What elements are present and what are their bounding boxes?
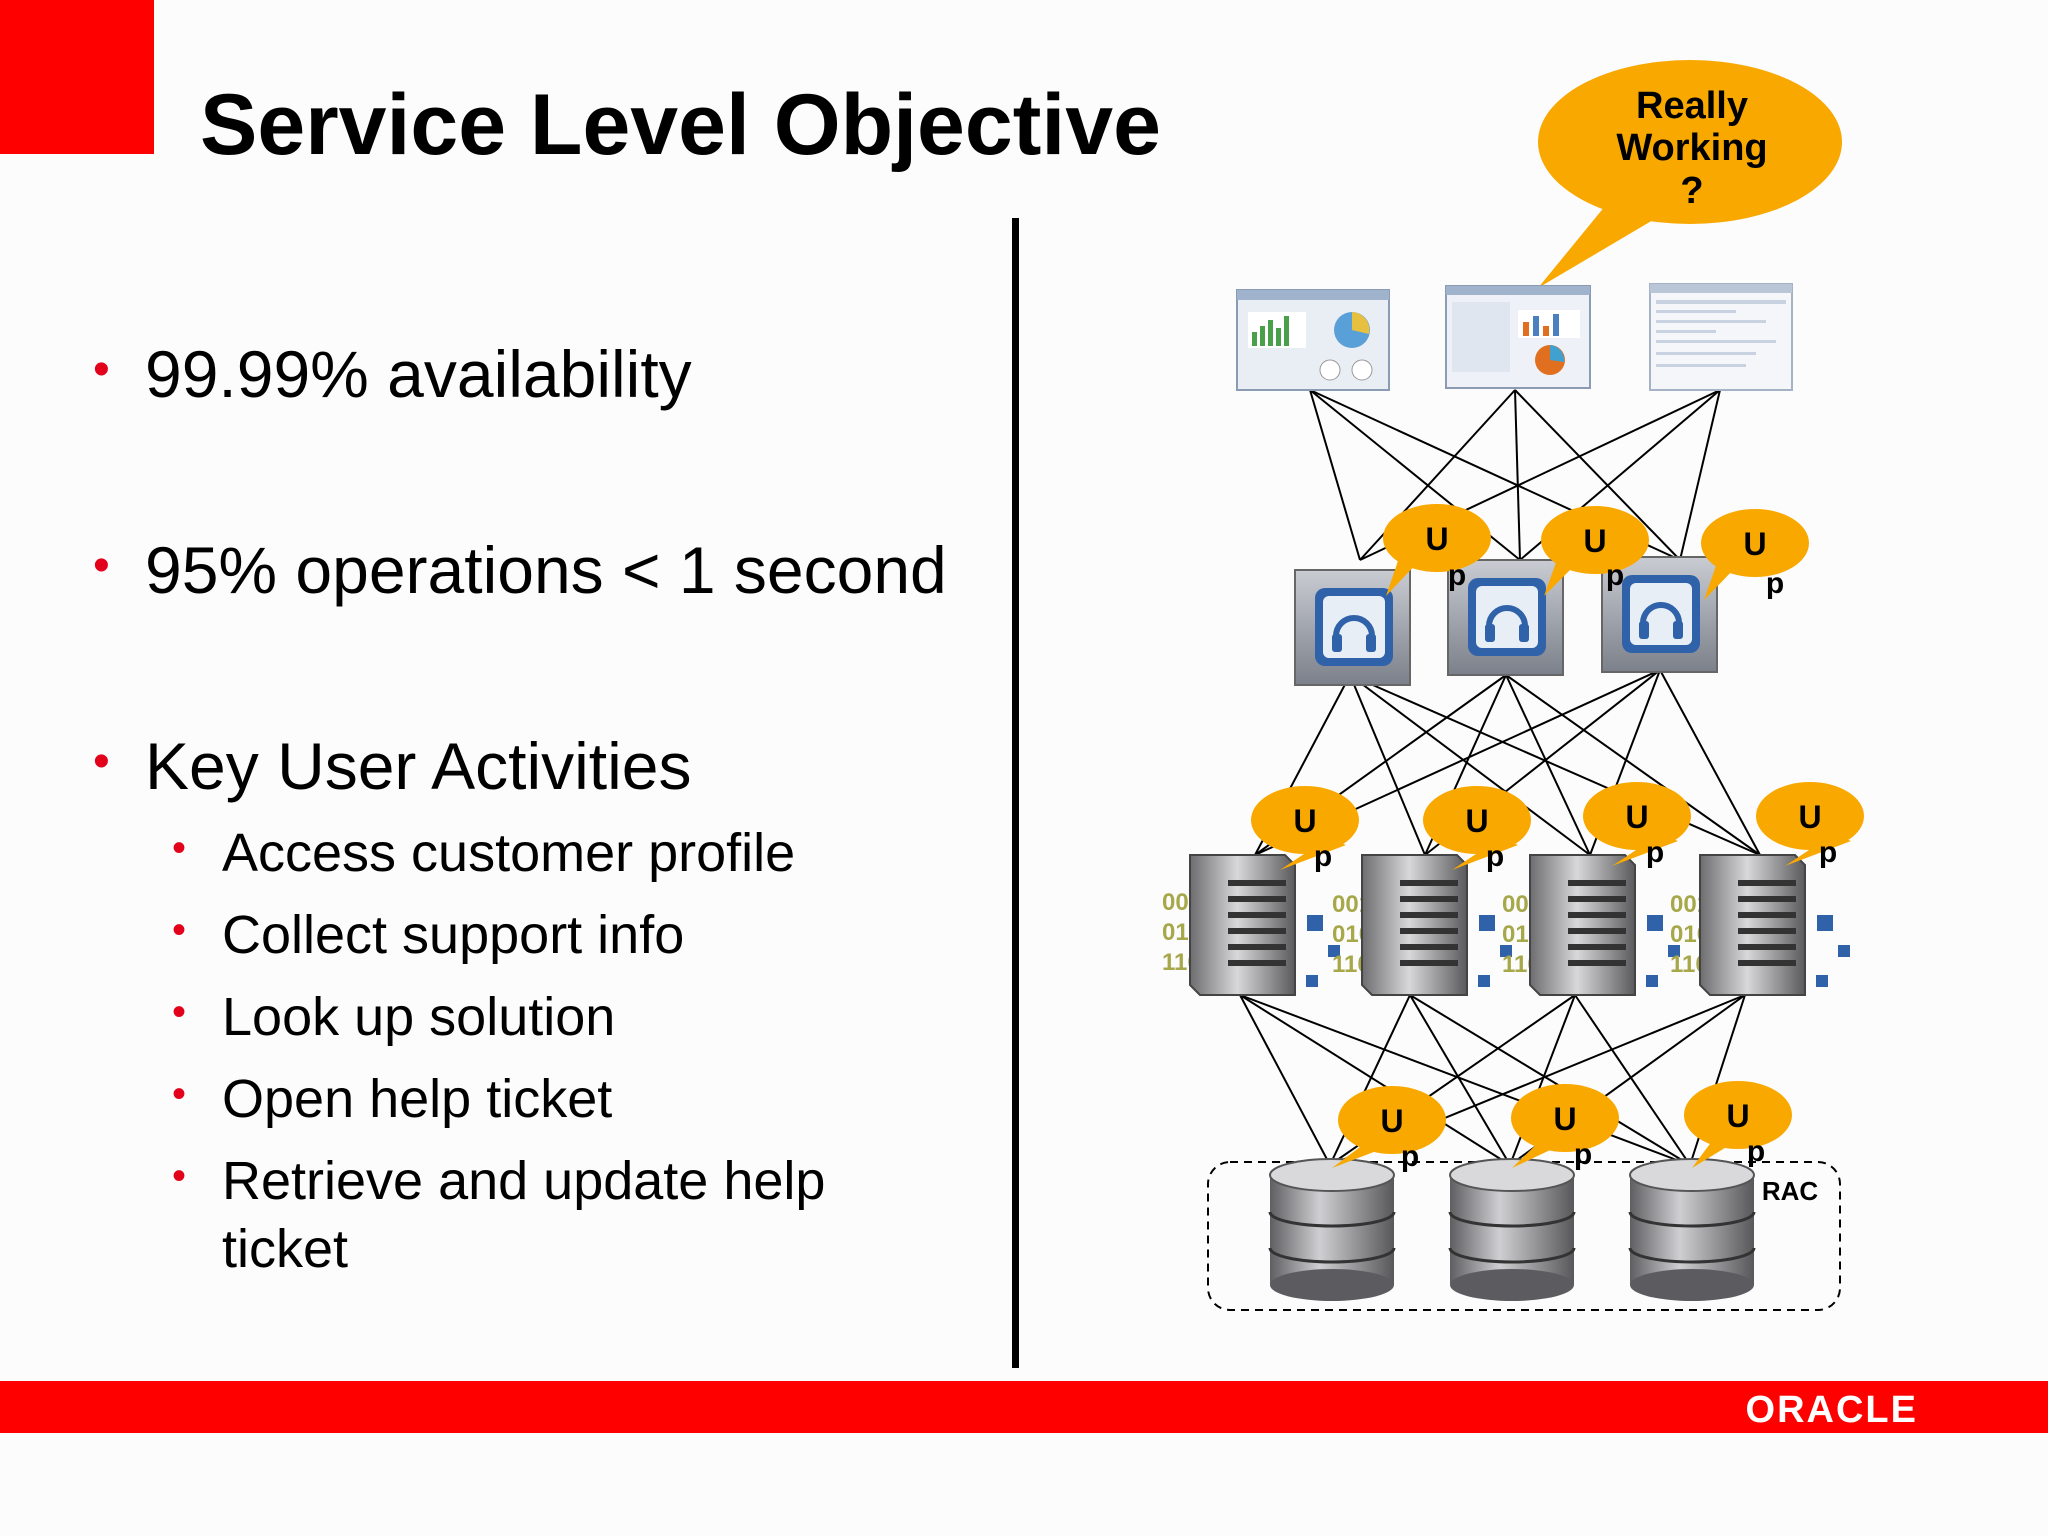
headset-app-icon [1601,556,1718,673]
headset-app-icon [1447,559,1564,676]
server: 0010 0101 1101 [1162,854,1340,996]
up-label-u: U [1743,526,1766,562]
sub-bullet: • Open help ticket [172,1068,613,1130]
up-label-u: U [1380,1103,1403,1139]
up-status-bubble: U p [1511,1084,1619,1171]
up-label-p: p [1606,559,1624,592]
bullet-dot: • [93,539,110,592]
sub-bullet-continuation: ticket [222,1219,349,1279]
sub-bullet-text: Access customer profile [222,823,796,883]
bullet-text: Key User Activities [145,729,692,803]
up-status-bubble: U p [1251,786,1359,873]
up-label-p: p [1766,567,1784,600]
vertical-divider [1012,218,1019,1368]
bullet-dot: • [172,826,187,870]
database-cylinder [1628,1158,1756,1301]
up-label-u: U [1293,803,1316,839]
sub-bullet-text: Look up solution [222,987,616,1047]
connection-lines [1239,389,1761,1166]
database-cylinder [1448,1158,1576,1301]
architecture-diagram: Really Working ? [1162,60,1864,1311]
bullet-dot: • [172,1072,187,1116]
sub-bullet: • Retrieve and update help [172,1150,826,1212]
bubble-line-1: Really [1636,85,1748,127]
up-label-p: p [1747,1135,1765,1168]
up-status-bubble: U p [1756,782,1864,869]
bubble-line-2: Working [1616,127,1767,169]
up-label-u: U [1726,1098,1749,1134]
bullet-text: 99.99% availability [145,337,692,411]
sub-bullet: • Collect support info [172,904,685,966]
sub-bullet-text: Collect support info [222,905,685,965]
up-label-p: p [1646,836,1664,869]
headset-app-icon [1294,569,1411,686]
sub-bullet: • Access customer profile [172,822,796,884]
up-status-bubble: U p [1701,509,1809,600]
up-status-bubble: U p [1684,1081,1792,1168]
up-label-u: U [1798,799,1821,835]
up-label-u: U [1465,803,1488,839]
dashboard-screen [1445,285,1591,389]
bullet-dot: • [93,735,110,788]
up-status-bubble: U p [1423,786,1531,873]
bullet-dot: • [172,1154,187,1198]
bullet-key-user-activities: • Key User Activities [93,728,692,804]
up-status-bubble: U p [1541,506,1649,596]
rac-label: RAC [1762,1176,1819,1206]
up-label-u: U [1625,799,1648,835]
database-cylinder [1268,1158,1396,1301]
server: 0010 0101 1101 [1502,854,1680,996]
bubble-line-3: ? [1680,170,1703,212]
dashboard-screen [1236,289,1390,391]
up-label-p: p [1486,840,1504,873]
bullet-dot: • [93,343,110,396]
up-status-bubble: U p [1332,1086,1446,1173]
up-status-bubble: U p [1383,504,1491,596]
sub-bullet: • Look up solution [172,986,616,1048]
up-label-u: U [1553,1101,1576,1137]
up-label-p: p [1574,1138,1592,1171]
up-label-p: p [1448,559,1466,592]
server: 0010 0101 1101 [1670,854,1850,996]
oracle-logo: ORACLE [1745,1389,1918,1431]
up-label-p: p [1819,836,1837,869]
up-label-u: U [1425,521,1448,557]
up-status-bubble: U p [1583,782,1691,869]
speech-bubble: Really Working ? [1538,60,1842,288]
brand-corner-block [0,0,154,154]
bullet-dot: • [172,908,187,952]
up-label-p: p [1401,1140,1419,1173]
bullet-availability: • 99.99% availability [93,336,692,412]
sub-bullet-text: Retrieve and update help [222,1151,826,1211]
footer-bar [0,1381,2048,1433]
slide-title: Service Level Objective [200,77,1161,173]
dashboard-screen [1649,283,1793,391]
bullet-text: 95% operations < 1 second [145,533,947,607]
up-label-p: p [1314,840,1332,873]
sub-bullet-text: Open help ticket [222,1069,613,1129]
server: 0010 0101 1101 [1332,854,1512,996]
bullet-operations: • 95% operations < 1 second [93,532,947,608]
bullet-dot: • [172,990,187,1034]
up-label-u: U [1583,523,1606,559]
